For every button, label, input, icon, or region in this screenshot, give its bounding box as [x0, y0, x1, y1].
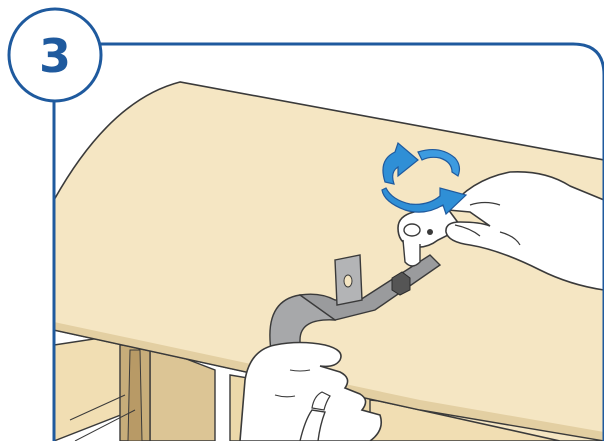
scene	[40, 40, 604, 441]
step-number: 3	[39, 29, 71, 83]
step-badge: 3	[9, 9, 101, 101]
